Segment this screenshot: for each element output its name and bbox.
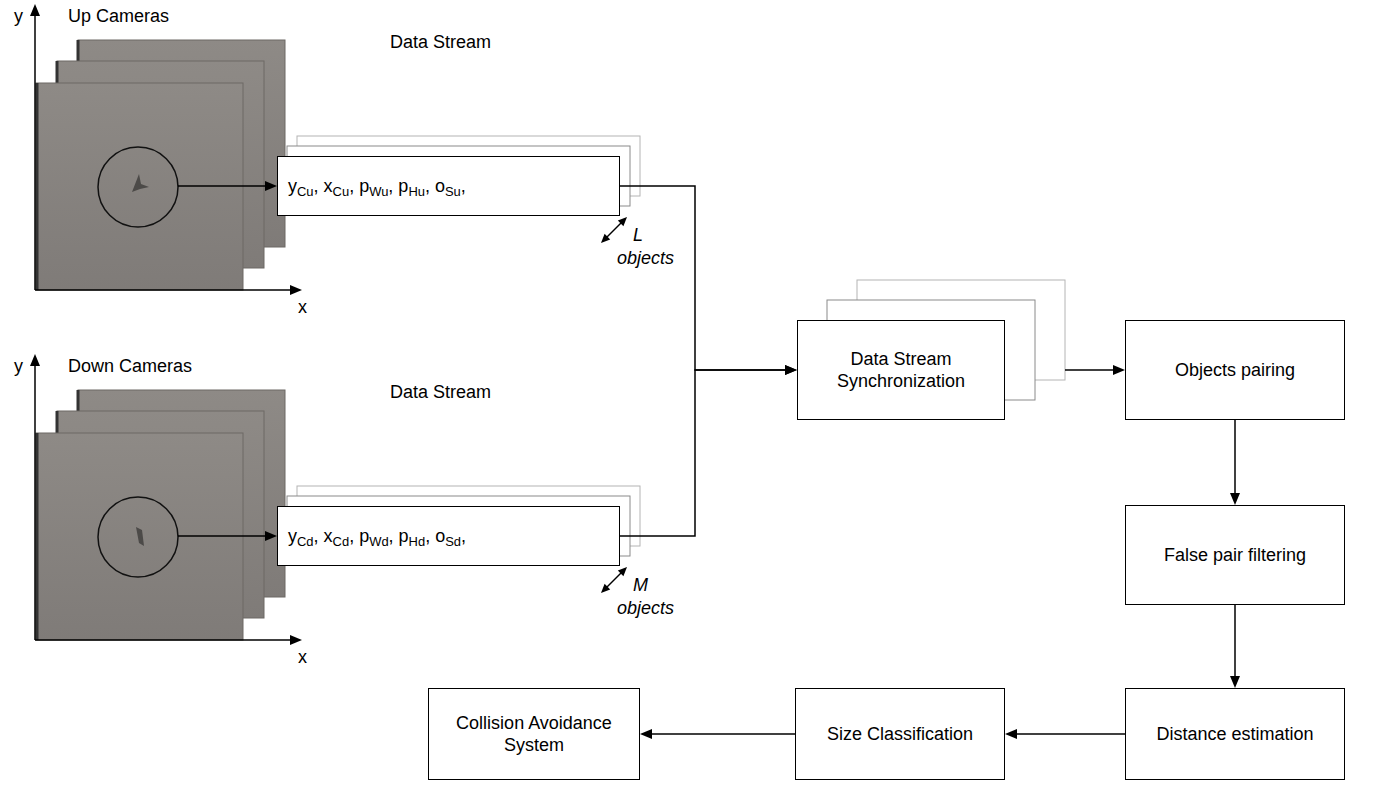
connector bbox=[178, 531, 277, 541]
count-label: objects bbox=[617, 248, 674, 270]
connector-line bbox=[178, 185, 266, 187]
subscript: Cd bbox=[333, 534, 350, 549]
subscript: Cu bbox=[297, 184, 314, 199]
node-text: Distance estimation bbox=[1156, 723, 1313, 746]
process-box: Data Stream Synchronization bbox=[797, 320, 1005, 420]
count-label: L bbox=[633, 225, 643, 247]
connector-line bbox=[620, 370, 786, 536]
axis-label: x bbox=[298, 647, 307, 669]
axis-label: y bbox=[14, 6, 23, 28]
axis-label: y bbox=[14, 356, 23, 378]
node-text: yCd, xCd, pWd, pHd, oSd, bbox=[288, 525, 466, 548]
node-text: False pair filtering bbox=[1164, 544, 1306, 567]
up-camera-stack bbox=[36, 40, 285, 290]
node-text: Collision Avoidance System bbox=[439, 712, 629, 757]
connector-line bbox=[1065, 369, 1114, 371]
node-heading: Data Stream bbox=[390, 381, 491, 404]
down-camera-stack bbox=[36, 390, 285, 640]
connector-line bbox=[620, 186, 786, 370]
process-box: Size Classification bbox=[795, 688, 1005, 780]
node-text: Data Stream Synchronization bbox=[808, 348, 994, 393]
connector-line bbox=[178, 535, 266, 537]
subscript: Wd bbox=[369, 534, 388, 549]
connector-line bbox=[1234, 420, 1236, 494]
arrowhead bbox=[640, 729, 652, 739]
arrowhead bbox=[1005, 729, 1017, 739]
connector bbox=[1065, 365, 1125, 375]
process-box: Objects pairing bbox=[1125, 320, 1345, 420]
subscript: Su bbox=[445, 184, 461, 199]
subscript: Wu bbox=[369, 184, 388, 199]
process-box: Collision Avoidance System bbox=[428, 688, 640, 780]
node-heading: Data Stream bbox=[390, 31, 491, 54]
connector-line bbox=[1016, 733, 1125, 735]
arrowhead bbox=[1113, 365, 1125, 375]
connector bbox=[178, 181, 277, 191]
node-text: Size Classification bbox=[827, 723, 973, 746]
camera-stack: Down Cameras bbox=[36, 433, 243, 640]
arrowhead bbox=[265, 181, 277, 191]
axis-label: x bbox=[298, 297, 307, 319]
connector bbox=[620, 186, 797, 375]
connector-line bbox=[1234, 605, 1236, 677]
count-label: objects bbox=[617, 598, 674, 620]
connector bbox=[640, 729, 795, 739]
process-box: Distance estimation bbox=[1125, 688, 1345, 780]
arrowhead bbox=[1230, 676, 1240, 688]
process-box: False pair filtering bbox=[1125, 505, 1345, 605]
arrowhead bbox=[1230, 493, 1240, 505]
node-text: Objects pairing bbox=[1175, 359, 1295, 382]
connector bbox=[1005, 729, 1125, 739]
subscript: Cd bbox=[297, 534, 314, 549]
connector bbox=[1230, 605, 1240, 688]
connector bbox=[1230, 420, 1240, 505]
subscript: Sd bbox=[445, 534, 461, 549]
node-heading: Down Cameras bbox=[68, 355, 192, 378]
subscript: Hd bbox=[409, 534, 426, 549]
data-stream-box: Data StreamyCd, xCd, pWd, pHd, oSd, bbox=[277, 506, 620, 566]
arrowhead bbox=[785, 365, 797, 375]
count-label: M bbox=[633, 575, 648, 597]
connector-line bbox=[651, 733, 795, 735]
arrowhead bbox=[785, 365, 797, 375]
node-text: yCu, xCu, pWu, pHu, oSu, bbox=[288, 175, 466, 198]
data-stream-box: Data StreamyCu, xCu, pWu, pHu, oSu, bbox=[277, 156, 620, 216]
node-heading: Up Cameras bbox=[68, 5, 169, 28]
arrowhead bbox=[265, 531, 277, 541]
camera-stack: Up Cameras bbox=[36, 83, 243, 290]
axes bbox=[30, 4, 302, 645]
connector bbox=[620, 365, 797, 536]
subscript: Cu bbox=[333, 184, 350, 199]
subscript: Hu bbox=[408, 184, 425, 199]
